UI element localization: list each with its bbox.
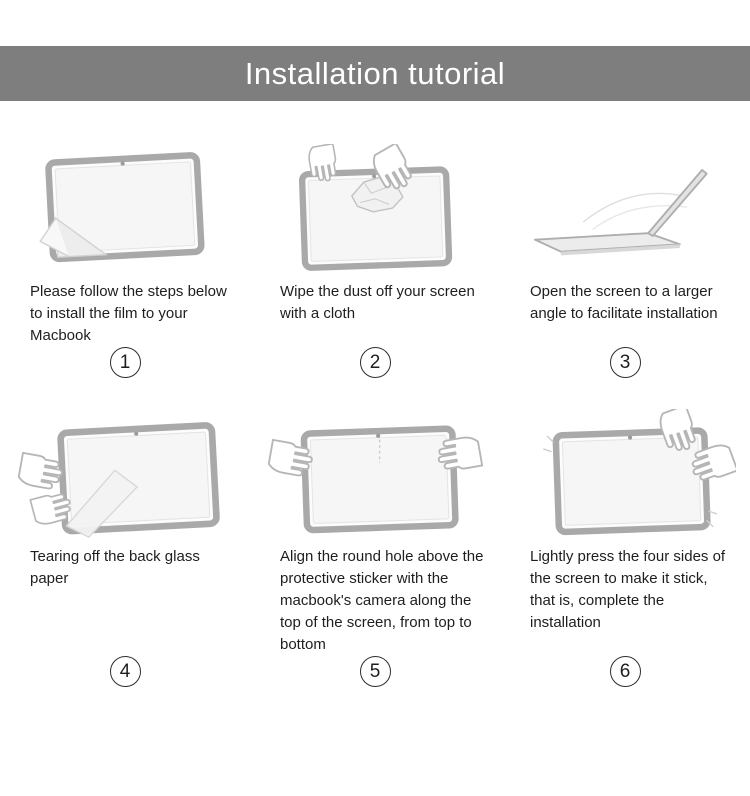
step-2-figure bbox=[264, 141, 486, 277]
steps-grid: Please follow the steps below to install… bbox=[0, 141, 750, 691]
macbook-screen-with-peeling-film-illustration bbox=[39, 144, 236, 274]
step-6-figure bbox=[514, 406, 736, 542]
step-5-card: Align the round hole above the protectiv… bbox=[250, 406, 500, 691]
step-4-description: Tearing off the back glass paper bbox=[30, 548, 200, 587]
step-1-description: Please follow the steps below to install… bbox=[30, 283, 227, 344]
step-2-number-badge: 2 bbox=[359, 347, 391, 378]
step-5-number-badge: 5 bbox=[359, 656, 391, 687]
step-1-card: Please follow the steps below to install… bbox=[0, 141, 250, 382]
hands-tearing-back-paper-illustration bbox=[16, 409, 236, 538]
step-6-card: Lightly press the four sides of the scre… bbox=[500, 406, 750, 691]
step-5-description: Align the round hole above the protectiv… bbox=[280, 548, 484, 653]
step-3-card: Open the screen to a larger angle to fac… bbox=[500, 141, 750, 382]
step-6-number-badge: 6 bbox=[609, 656, 641, 687]
step-2-card: Wipe the dust off your screen with a clo… bbox=[250, 141, 500, 382]
step-6-description: Lightly press the four sides of the scre… bbox=[530, 548, 726, 631]
page-title: Installation tutorial bbox=[244, 55, 506, 91]
laptop-opened-wide-angle-illustration bbox=[533, 169, 708, 256]
header-banner: Installation tutorial bbox=[0, 46, 750, 101]
step-3-number-badge: 3 bbox=[609, 347, 641, 378]
step-3-description: Open the screen to a larger angle to fac… bbox=[530, 283, 718, 322]
step-1-figure bbox=[14, 141, 236, 277]
step-4-figure bbox=[14, 406, 236, 542]
hands-wiping-screen-with-cloth-illustration bbox=[264, 144, 486, 274]
step-3-figure bbox=[514, 141, 736, 277]
step-5-figure bbox=[264, 406, 486, 542]
hands-aligning-film-with-camera-illustration bbox=[266, 409, 484, 539]
step-1-number-badge: 1 bbox=[109, 347, 141, 378]
step-2-description: Wipe the dust off your screen with a clo… bbox=[280, 283, 475, 322]
step-4-card: Tearing off the back glass paper 4 bbox=[0, 406, 250, 691]
hands-pressing-screen-edges-illustration bbox=[543, 409, 736, 539]
step-4-number-badge: 4 bbox=[109, 656, 141, 687]
